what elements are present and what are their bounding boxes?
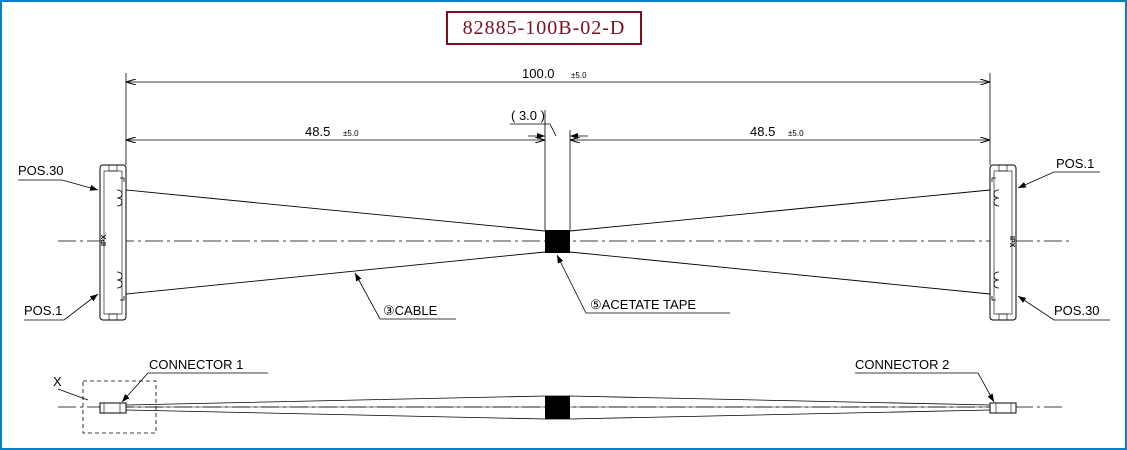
label-cable: ③CABLE <box>383 303 438 318</box>
leader-connector-2 <box>855 372 995 403</box>
dimension-overall-tolerance: ±5.0 <box>571 71 587 80</box>
part-number-title: 82885-100B-02-D <box>446 11 642 45</box>
leader-right-top-pos <box>1017 171 1100 189</box>
connector-left-marking: IPX <box>101 234 108 246</box>
leader-right-bottom-pos <box>1017 295 1110 321</box>
leader-connector-1 <box>121 372 268 403</box>
cable-line-left-top <box>125 189 546 232</box>
connector-2-side-view <box>989 402 1017 414</box>
dimension-left-value: 48.5 <box>305 124 330 139</box>
cable-line-right-top <box>569 189 991 232</box>
connector-right-marking: IPX <box>1008 236 1015 248</box>
cable-line-left-bottom <box>125 251 546 295</box>
label-right-bottom-pos: POS.30 <box>1054 303 1100 318</box>
cable-line-right-bottom <box>569 251 991 295</box>
connector-1-side-view <box>99 402 127 414</box>
dimension-right-tolerance: ±5.0 <box>788 129 804 138</box>
leader-left-bottom-pos <box>24 293 99 321</box>
dimension-left-tolerance: ±5.0 <box>343 129 359 138</box>
label-connector-2: CONNECTOR 2 <box>855 357 949 372</box>
dimension-overall-value: 100.0 <box>522 66 555 81</box>
leader-cable <box>354 272 456 320</box>
connector-right-top-view: IPX <box>989 164 1017 321</box>
label-acetate-tape: ⑤ACETATE TAPE <box>590 297 696 312</box>
leader-acetate-tape <box>556 254 730 314</box>
acetate-tape <box>545 230 570 253</box>
label-left-top-pos: POS.30 <box>18 163 64 178</box>
label-right-top-pos: POS.1 <box>1056 156 1094 171</box>
dimension-tape-leader <box>510 123 557 137</box>
leader-left-top-pos <box>18 179 99 191</box>
dimension-right-value: 48.5 <box>750 124 775 139</box>
label-connector-1: CONNECTOR 1 <box>149 357 243 372</box>
side-acetate-tape <box>545 396 570 419</box>
label-left-bottom-pos: POS.1 <box>24 303 62 318</box>
label-detail-x: X <box>53 374 62 389</box>
connector-left-top-view: IPX <box>99 164 127 321</box>
dimension-tape-width: ( 3.0 ) <box>511 108 545 123</box>
leader-detail-x <box>57 388 89 401</box>
